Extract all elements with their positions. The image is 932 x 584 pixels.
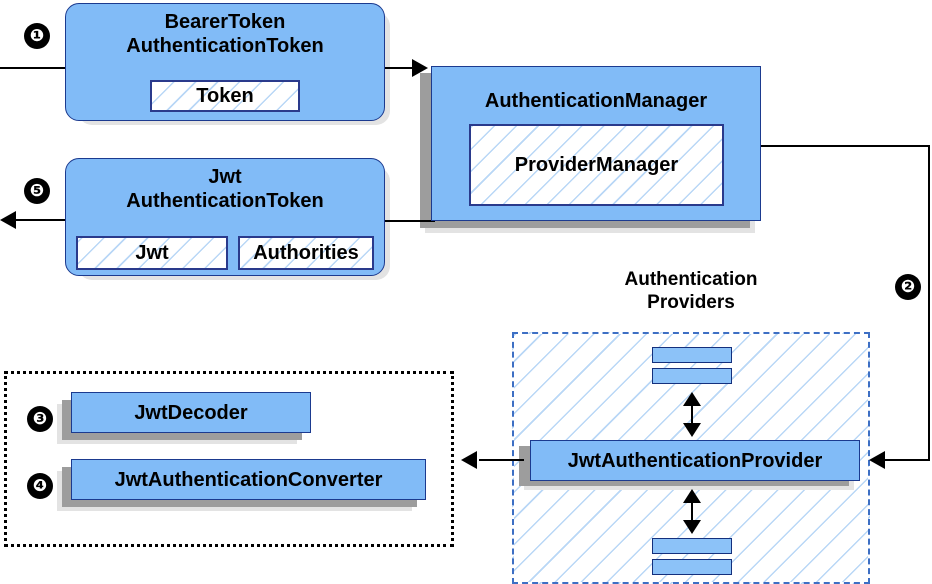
manager-to-provider-line-bottom [872,459,930,461]
authentication-providers-caption-line1: Authentication [624,269,758,290]
provider-placeholder-bar-bottom-2 [652,559,732,575]
jwt-token-title-line1: Jwt [208,166,242,188]
jwt-token-slot-authorities: Authorities [238,236,374,270]
provider-link-top-arrow-down [683,423,701,437]
bearer-token-title-line1: BearerToken [164,11,286,33]
incoming-request-line [0,67,70,69]
jwt-token-slot-jwt-label: Jwt [135,242,169,264]
jwt-authentication-provider-label: JwtAuthenticationProvider [567,449,823,472]
bearer-token-title-line2: AuthenticationToken [126,35,324,57]
provider-link-bottom-line [691,495,693,525]
manager-to-provider-line-top [760,145,930,147]
provider-link-top-arrow-up [683,392,701,406]
provider-to-support-arrowhead [461,451,477,469]
provider-link-bottom-arrow-down [683,520,701,534]
provider-link-bottom-arrow-up [683,489,701,503]
provider-manager-label: ProviderManager [514,154,679,176]
jwt-token-slot-authorities-label: Authorities [253,242,359,264]
authentication-manager-slot-provider-manager: ProviderManager [469,124,724,206]
authentication-providers-caption: Authentication Providers [566,268,816,314]
jwt-token-slot-jwt: Jwt [76,236,228,270]
manager-to-jwt-token-line [385,220,435,222]
step-4-badge: ❹ [27,473,53,499]
provider-link-top-line [691,398,693,428]
jwt-authentication-converter-node: JwtAuthenticationConverter [71,459,426,500]
provider-placeholder-bar-bottom-1 [652,538,732,554]
jwt-authentication-provider-node: JwtAuthenticationProvider [530,440,860,481]
jwt-token-title-line2: AuthenticationToken [126,190,324,212]
step-5-badge: ❺ [24,178,50,204]
provider-placeholder-bar-top-1 [652,347,732,363]
bearer-token-to-manager-arrowhead [412,59,428,77]
bearer-token-to-manager-line [385,67,415,69]
jwt-decoder-node: JwtDecoder [71,392,311,433]
step-1-badge: ❶ [24,23,50,49]
step-2-badge: ❷ [895,274,921,300]
manager-to-provider-arrowhead [869,451,885,469]
bearer-token-slot-token: Token [150,80,300,112]
bearer-token-slot-token-label: Token [196,85,254,107]
jwt-token-outgoing-arrowhead [0,211,16,229]
provider-to-support-line [479,459,524,461]
authentication-manager-title: AuthenticationManager [484,90,708,112]
jwt-decoder-label: JwtDecoder [134,401,248,424]
jwt-authentication-converter-label: JwtAuthenticationConverter [114,468,383,491]
provider-placeholder-bar-top-2 [652,368,732,384]
step-3-badge: ❸ [27,406,53,432]
jwt-token-outgoing-line [14,219,69,221]
manager-to-provider-line-vertical [928,145,930,460]
authentication-providers-caption-line2: Providers [647,292,735,313]
